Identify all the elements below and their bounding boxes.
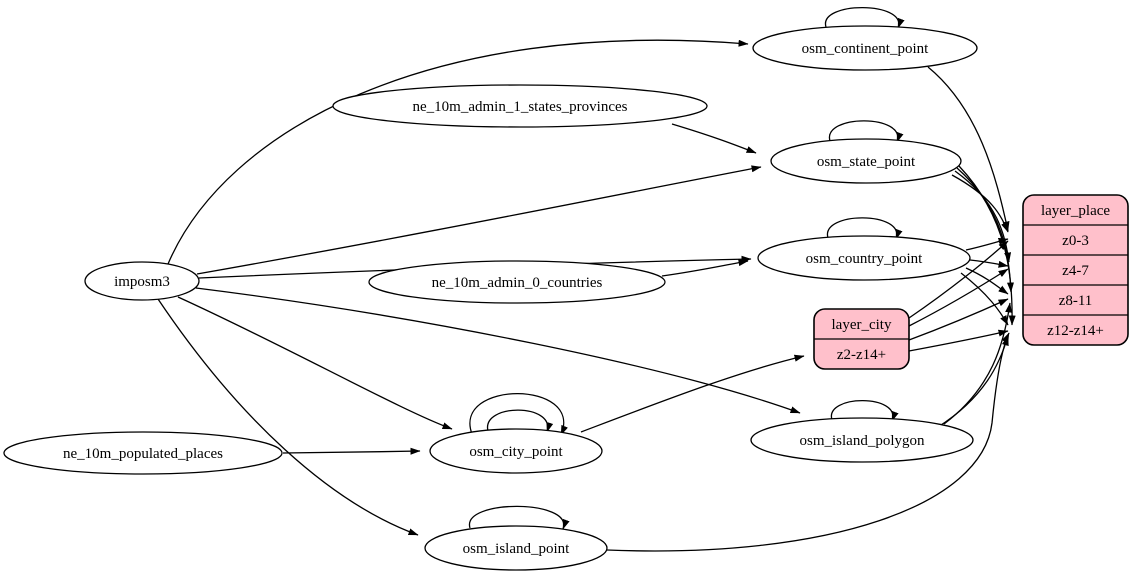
edge-imposm3-to-osm_city_point — [177, 296, 453, 430]
selfloop-osm_city_point-outer — [469, 392, 568, 436]
node-osm_country_point: osm_country_point — [757, 235, 971, 281]
node-imposm3-shape — [84, 261, 200, 301]
edge-imposm3-to-osm_island_point — [157, 298, 419, 536]
selfloop-osm_country_point — [827, 217, 903, 240]
record-layer_place: layer_place z0-3 z4-7 z8-11 z12-z14+ — [1022, 194, 1129, 346]
record-layer_place-header: layer_place — [1041, 203, 1110, 219]
node-osm_country_point-shape — [757, 235, 971, 281]
edge-layer_city-to-layer_place-z12-z14 — [908, 329, 1009, 352]
node-imposm3: imposm3 — [84, 261, 200, 301]
selfloop-osm_city_point-inner — [487, 409, 554, 433]
node-osm_island_polygon-label: osm_island_polygon — [799, 433, 925, 449]
node-osm_continent_point-shape — [752, 25, 978, 71]
record-layer_place-row-z12-z14: z12-z14+ — [1047, 323, 1104, 339]
edge-imposm3-to-osm_state_point — [196, 165, 762, 275]
node-ne_10m_admin_1_states_provinces-shape — [332, 84, 708, 128]
edge-layer — [157, 7, 1016, 552]
selfloop-osm_state_point — [829, 120, 904, 143]
node-ne_10m_admin_1_states_provinces: ne_10m_admin_1_states_provinces — [332, 84, 708, 128]
node-osm_island_polygon-shape — [750, 417, 974, 463]
node-osm_state_point-label: osm_state_point — [817, 154, 916, 170]
edge-layer_city-to-layer_place-z4-7 — [908, 268, 1009, 327]
record-layer_place-row-z0-3: z0-3 — [1062, 233, 1089, 249]
node-osm_island_point: osm_island_point — [424, 525, 608, 571]
node-osm_country_point-label: osm_country_point — [806, 251, 923, 267]
edge-osm_country_point-to-layer_place-z12-z14 — [960, 272, 1009, 326]
edge-ne_10m_admin_0_countries-to-osm_country_point — [661, 259, 749, 277]
record-layer_place-row-z8-11: z8-11 — [1059, 293, 1093, 309]
selfloop-osm_continent_point — [825, 7, 905, 29]
edge-osm_state_point-to-layer_place-z8-11 — [956, 167, 1014, 293]
node-ne_10m_admin_0_countries-shape — [368, 260, 666, 304]
edge-osm_country_point-to-layer_place-z0-3 — [965, 237, 1009, 251]
node-osm_continent_point: osm_continent_point — [752, 25, 978, 71]
edge-osm_country_point-to-layer_place-z4-7 — [969, 259, 1009, 268]
edge-layer_city-to-layer_place-z8-11 — [908, 298, 1009, 341]
edge-ne_10m_populated_places-to-osm_city_point — [282, 447, 421, 455]
node-osm_island_polygon: osm_island_polygon — [750, 417, 974, 463]
node-osm_continent_point-label: osm_continent_point — [802, 41, 929, 57]
node-ne_10m_admin_0_countries-label: ne_10m_admin_0_countries — [432, 275, 603, 291]
node-osm_island_point-label: osm_island_point — [463, 541, 571, 557]
selfloop-osm_island_polygon — [831, 399, 899, 422]
node-ne_10m_populated_places: ne_10m_populated_places — [3, 431, 283, 475]
node-osm_city_point-label: osm_city_point — [469, 444, 563, 460]
node-imposm3-label: imposm3 — [114, 274, 170, 290]
edge-osm_city_point-to-layer_city-z2-z14 — [580, 354, 805, 433]
record-layer_city-header: layer_city — [832, 317, 892, 333]
edge-osm_continent_point-to-layer_place-z0-3 — [927, 66, 1010, 232]
node-osm_island_point-shape — [424, 525, 608, 571]
node-ne_10m_admin_1_states_provinces-label: ne_10m_admin_1_states_provinces — [413, 99, 628, 115]
node-ne_10m_populated_places-shape — [3, 431, 283, 475]
edge-imposm3-to-osm_continent_point — [167, 39, 749, 265]
node-osm_state_point: osm_state_point — [770, 138, 962, 184]
selfloop-osm_island_point — [469, 505, 570, 530]
node-osm_city_point-shape — [429, 428, 603, 474]
record-layer_place-row-z4-7: z4-7 — [1062, 263, 1089, 279]
record-layer_city-row-z2-z14: z2-z14+ — [837, 347, 886, 363]
edge-ne_10m_admin_1_states_provinces-to-osm_state_point — [671, 123, 757, 154]
edge-osm_state_point-to-layer_place-z4-7 — [954, 170, 1012, 263]
node-osm_city_point: osm_city_point — [429, 428, 603, 474]
node-ne_10m_populated_places-label: ne_10m_populated_places — [63, 446, 223, 462]
record-layer_place-shape — [1022, 194, 1129, 346]
node-ne_10m_admin_0_countries: ne_10m_admin_0_countries — [368, 260, 666, 304]
record-layer_city: layer_city z2-z14+ — [813, 308, 910, 370]
node-osm_state_point-shape — [770, 138, 962, 184]
edge-imposm3-to-osm_island_polygon — [195, 287, 801, 414]
edge-osm_island_point-to-layer_place-z12-z14 — [606, 332, 1010, 552]
edge-osm_country_point-to-layer_place-z8-11 — [965, 267, 1009, 295]
